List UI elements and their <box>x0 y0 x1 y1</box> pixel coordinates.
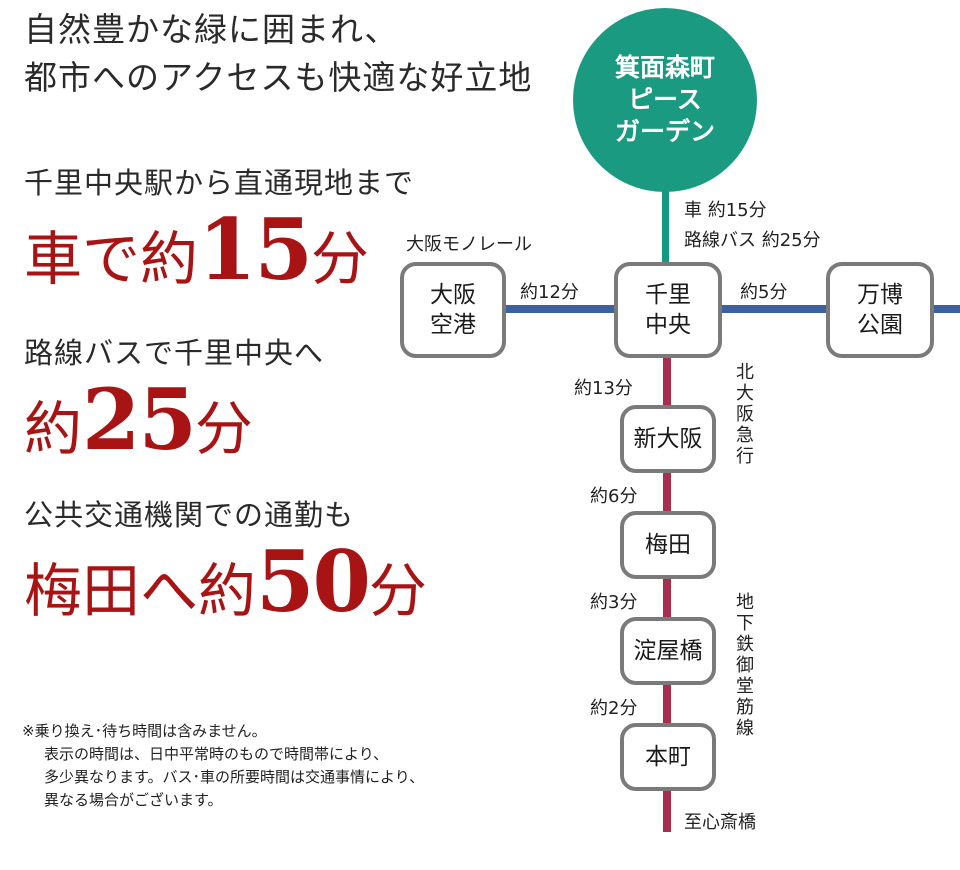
time-umeda-yodoyabashi: 約3分 <box>590 592 638 613</box>
kitakyu-line-label: 北大阪急行 <box>736 362 754 467</box>
subway-line <box>663 350 671 832</box>
highlight-2-suffix: 分 <box>194 395 253 463</box>
station-senri-chuo: 千里 中央 <box>614 262 722 358</box>
station-umeda: 梅田 <box>620 511 716 579</box>
disclaimer-note: ※乗り換え･待ち時間は含みません。 表示の時間は、日中平常時のもので時間帯により… <box>22 720 424 812</box>
note-line2: 表示の時間は、日中平常時のもので時間帯により、 <box>44 745 389 763</box>
monorail-label: 大阪モノレール <box>406 234 532 255</box>
highlight-3-lead: 公共交通機関での通勤も <box>24 498 355 532</box>
highlight-2-number: 25 <box>82 370 197 469</box>
station-senri-chuo-line2: 中央 <box>645 312 691 338</box>
highlight-3-value: 梅田へ約50分 <box>24 540 427 624</box>
station-senri-chuo-line1: 千里 <box>645 282 691 308</box>
time-itami-senri: 約12分 <box>520 282 579 303</box>
highlight-1-number: 15 <box>198 200 313 299</box>
site-badge: 箕面森町 ピース ガーデン <box>573 8 757 192</box>
site-access-line <box>662 185 669 265</box>
note-line3: 多少異なります。バス･車の所要時間は交通事情により、 <box>44 768 425 786</box>
highlight-3-suffix: 分 <box>368 557 427 625</box>
highlight-3-number: 50 <box>256 532 371 631</box>
site-access-bus: 路線バス 約25分 <box>684 230 821 251</box>
station-banpaku-koen: 万博 公園 <box>826 262 934 358</box>
note-line4: 異なる場合がございます。 <box>44 791 223 809</box>
site-name-line1: 箕面森町 <box>614 53 715 82</box>
midosuji-line-label: 地下鉄御堂筋線 <box>736 592 754 739</box>
time-senri-shinosaka: 約13分 <box>574 378 633 399</box>
terminus-label: 至心斎橋 <box>684 812 756 833</box>
station-osaka-airport-line2: 空港 <box>430 312 476 338</box>
headline-line1: 自然豊かな緑に囲まれ、 <box>24 10 399 49</box>
site-name-line3: ガーデン <box>614 117 715 146</box>
station-shin-osaka-name: 新大阪 <box>633 426 703 452</box>
highlight-2-value: 約25分 <box>24 378 253 462</box>
note-line1: ※乗り換え･待ち時間は含みません。 <box>22 722 267 740</box>
station-osaka-airport: 大阪 空港 <box>400 262 506 358</box>
station-banpaku-koen-line1: 万博 <box>857 282 903 308</box>
station-osaka-airport-line1: 大阪 <box>430 282 476 308</box>
station-honmachi: 本町 <box>620 723 716 791</box>
highlight-2-prefix: 約 <box>24 395 83 463</box>
time-senri-banpaku: 約5分 <box>740 282 788 303</box>
headline-line2: 都市へのアクセスも快適な好立地 <box>24 58 533 97</box>
highlight-1-suffix: 分 <box>310 225 369 293</box>
headline: 自然豊かな緑に囲まれ、 都市へのアクセスも快適な好立地 <box>24 6 532 102</box>
station-umeda-name: 梅田 <box>645 532 691 558</box>
station-honmachi-name: 本町 <box>645 744 691 770</box>
highlight-3-prefix: 梅田へ約 <box>24 557 257 625</box>
site-access-car: 車 約15分 <box>684 200 767 221</box>
highlight-1-lead: 千里中央駅から直通現地まで <box>24 166 415 200</box>
time-yodoyabashi-honmachi: 約2分 <box>590 698 638 719</box>
highlight-1-prefix: 車で約 <box>24 225 199 293</box>
station-shin-osaka: 新大阪 <box>620 405 716 473</box>
monorail-line <box>505 305 960 313</box>
station-yodoyabashi: 淀屋橋 <box>620 617 716 685</box>
highlight-2-lead: 路線バスで千里中央へ <box>24 336 325 370</box>
site-name-line2: ピース <box>628 85 702 114</box>
station-yodoyabashi-name: 淀屋橋 <box>633 638 703 664</box>
time-shinosaka-umeda: 約6分 <box>590 486 638 507</box>
station-banpaku-koen-line2: 公園 <box>857 312 903 338</box>
highlight-1-value: 車で約15分 <box>24 208 369 292</box>
